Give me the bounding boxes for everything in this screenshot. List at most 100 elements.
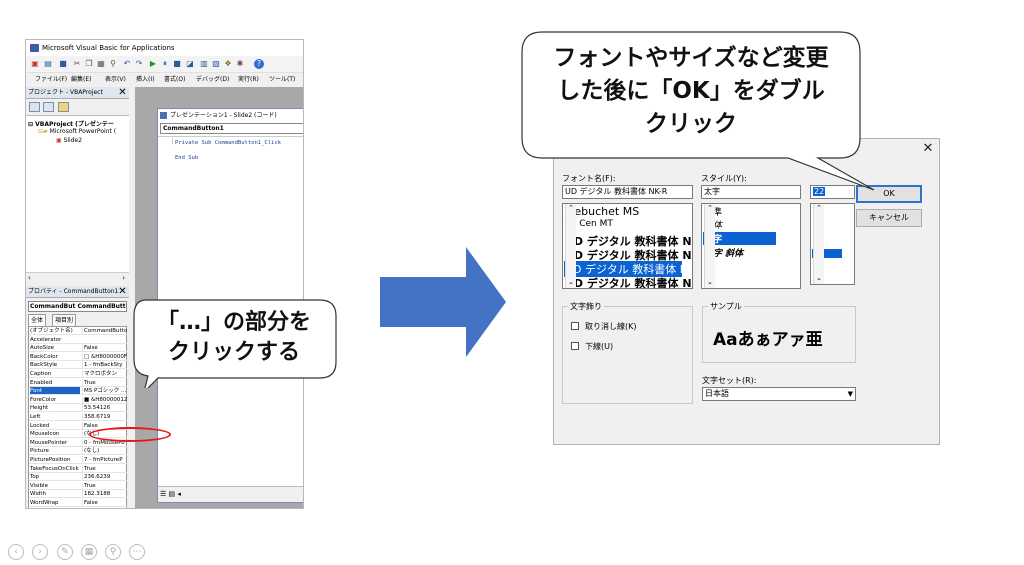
style-list-item[interactable]: 太字 斜体 <box>704 249 744 259</box>
font-list-item-selected[interactable]: UD デジタル 教科書体 N <box>564 261 689 277</box>
property-value[interactable]: False <box>82 344 128 352</box>
zoom-icon[interactable]: ⚲ <box>105 544 121 560</box>
project-explorer-icon[interactable]: ▥ <box>200 59 208 68</box>
view-object-icon[interactable] <box>43 102 54 112</box>
code-line[interactable]: Private Sub CommandButton1_Click <box>175 140 281 146</box>
object-browser-icon[interactable]: ❖ <box>224 59 232 68</box>
project-hscrollbar[interactable]: ‹ › <box>26 272 129 283</box>
scroll-down-icon[interactable]: ⌄ <box>816 274 822 282</box>
font-list-item[interactable]: Trebuchet MS <box>565 205 640 218</box>
style-list[interactable]: 標準 斜体 太字 太字 斜体 ⌃⌄ <box>701 203 801 289</box>
design-mode-icon[interactable]: ◪ <box>186 59 194 68</box>
property-value[interactable]: True <box>82 464 128 472</box>
tree-child[interactable]: ⊟▰ Microsoft PowerPoint ( <box>38 128 116 135</box>
property-row[interactable]: Accelerator <box>29 336 128 344</box>
toolbox-icon[interactable]: ✱ <box>236 59 244 68</box>
cut-icon[interactable]: ✂ <box>73 59 81 68</box>
property-value[interactable]: True <box>82 481 128 489</box>
run-icon[interactable]: ▶ <box>149 59 157 68</box>
scroll-right-icon[interactable]: › <box>122 274 125 282</box>
menu-format[interactable]: 書式(O) <box>164 76 186 83</box>
scroll-down-icon[interactable]: ⌄ <box>568 278 574 286</box>
property-value[interactable]: 0 - fmMousePo <box>82 438 128 446</box>
cancel-button[interactable]: キャンセル <box>856 209 922 227</box>
close-icon[interactable]: ✕ <box>118 87 127 98</box>
close-icon[interactable]: ✕ <box>118 286 127 297</box>
toggle-folders-icon[interactable] <box>58 102 69 112</box>
scroll-up-icon[interactable]: ⌃ <box>816 204 822 212</box>
reset-icon[interactable]: ■ <box>173 59 181 68</box>
property-value[interactable]: □ &H8000000F <box>82 352 128 360</box>
property-value[interactable]: True <box>82 378 128 386</box>
menu-debug[interactable]: デバッグ(D) <box>196 76 230 83</box>
object-combo[interactable]: CommandBut CommandButt <box>28 301 127 312</box>
scroll-down-icon[interactable]: ⌄ <box>707 278 713 286</box>
font-list-scrollbar[interactable]: ⌃⌄ <box>565 204 576 288</box>
code-editor[interactable]: │ Private Sub CommandButton1_Click End S… <box>158 136 303 486</box>
font-name-input[interactable]: UD デジタル 教科書体 NK-R <box>562 185 693 199</box>
redo-icon[interactable]: ↷ <box>135 59 143 68</box>
save-icon[interactable]: ■ <box>59 59 67 68</box>
property-value[interactable]: CommandButto <box>82 327 128 334</box>
style-list-scrollbar[interactable]: ⌃⌄ <box>704 204 715 288</box>
properties-window-icon[interactable]: ▧ <box>212 59 220 68</box>
procedure-view-icon[interactable]: ☰ <box>160 490 167 498</box>
menu-edit[interactable]: 編集(E) <box>71 76 92 83</box>
size-list-scrollbar[interactable]: ⌃⌄ <box>813 204 824 284</box>
style-input[interactable]: 太字 <box>701 185 801 199</box>
property-value[interactable]: 1 - fmBackSty <box>82 361 128 369</box>
font-list-item[interactable]: UD デジタル 教科書体 N <box>565 235 692 248</box>
pen-icon[interactable]: ✎ <box>57 544 73 560</box>
slide-sorter-icon[interactable]: ▦ <box>81 544 97 560</box>
menu-file[interactable]: ファイル(F) <box>35 76 68 83</box>
tree-leaf[interactable]: ▣ Slide2 <box>56 137 82 144</box>
full-module-view-icon[interactable]: ▤ <box>168 490 176 498</box>
tab-categorized[interactable]: 項目別 <box>52 314 77 326</box>
menu-insert[interactable]: 挿入(I) <box>136 76 155 83</box>
view-code-icon[interactable] <box>29 102 40 112</box>
scroll-left-icon[interactable]: ◂ <box>177 490 181 498</box>
charset-select[interactable]: 日本語 ▼ <box>702 387 856 401</box>
code-line[interactable]: End Sub <box>175 155 199 161</box>
scroll-up-icon[interactable]: ⌃ <box>707 204 713 212</box>
more-options-icon[interactable]: ⋯ <box>129 544 145 560</box>
next-slide-icon[interactable]: › <box>32 544 48 560</box>
property-value[interactable]: 236.6239 <box>82 473 128 481</box>
menu-run[interactable]: 実行(R) <box>238 76 259 83</box>
property-row[interactable]: (オブジェクト名)CommandButto <box>29 327 128 335</box>
property-value[interactable]: (なし) <box>82 447 128 455</box>
scroll-up-icon[interactable]: ⌃ <box>568 204 574 212</box>
size-input[interactable]: 22 <box>810 185 855 199</box>
property-value[interactable]: 7 - fmPictureP <box>82 456 128 463</box>
property-value[interactable]: 358.6719 <box>82 413 128 420</box>
undo-icon[interactable]: ↶ <box>123 59 131 68</box>
copy-icon[interactable]: ❐ <box>85 59 93 68</box>
menu-view[interactable]: 表示(V) <box>105 76 126 83</box>
property-value[interactable]: False <box>82 421 128 429</box>
property-value[interactable]: ■ &H80000012 <box>82 395 128 403</box>
tree-collapse-icon[interactable]: ⊟ <box>28 121 36 128</box>
menu-tools[interactable]: ツール(T) <box>269 76 296 83</box>
dropdown-arrow-icon[interactable]: ▼ <box>847 390 853 398</box>
property-value[interactable]: 182.3188 <box>82 490 128 498</box>
pane-splitter[interactable] <box>129 87 135 508</box>
strikethrough-checkbox[interactable] <box>571 322 579 330</box>
property-value[interactable]: マクロボタン <box>82 370 128 377</box>
paste-icon[interactable]: ▦ <box>97 59 105 68</box>
font-list[interactable]: Trebuchet MS Tw Cen MT UD デジタル 教科書体 N UD… <box>562 203 693 289</box>
font-list-item[interactable]: UD デジタル 教科書体 N <box>565 249 692 262</box>
property-row[interactable]: ForeColor■ &H80000012 <box>29 395 128 404</box>
underline-checkbox[interactable] <box>571 342 579 350</box>
